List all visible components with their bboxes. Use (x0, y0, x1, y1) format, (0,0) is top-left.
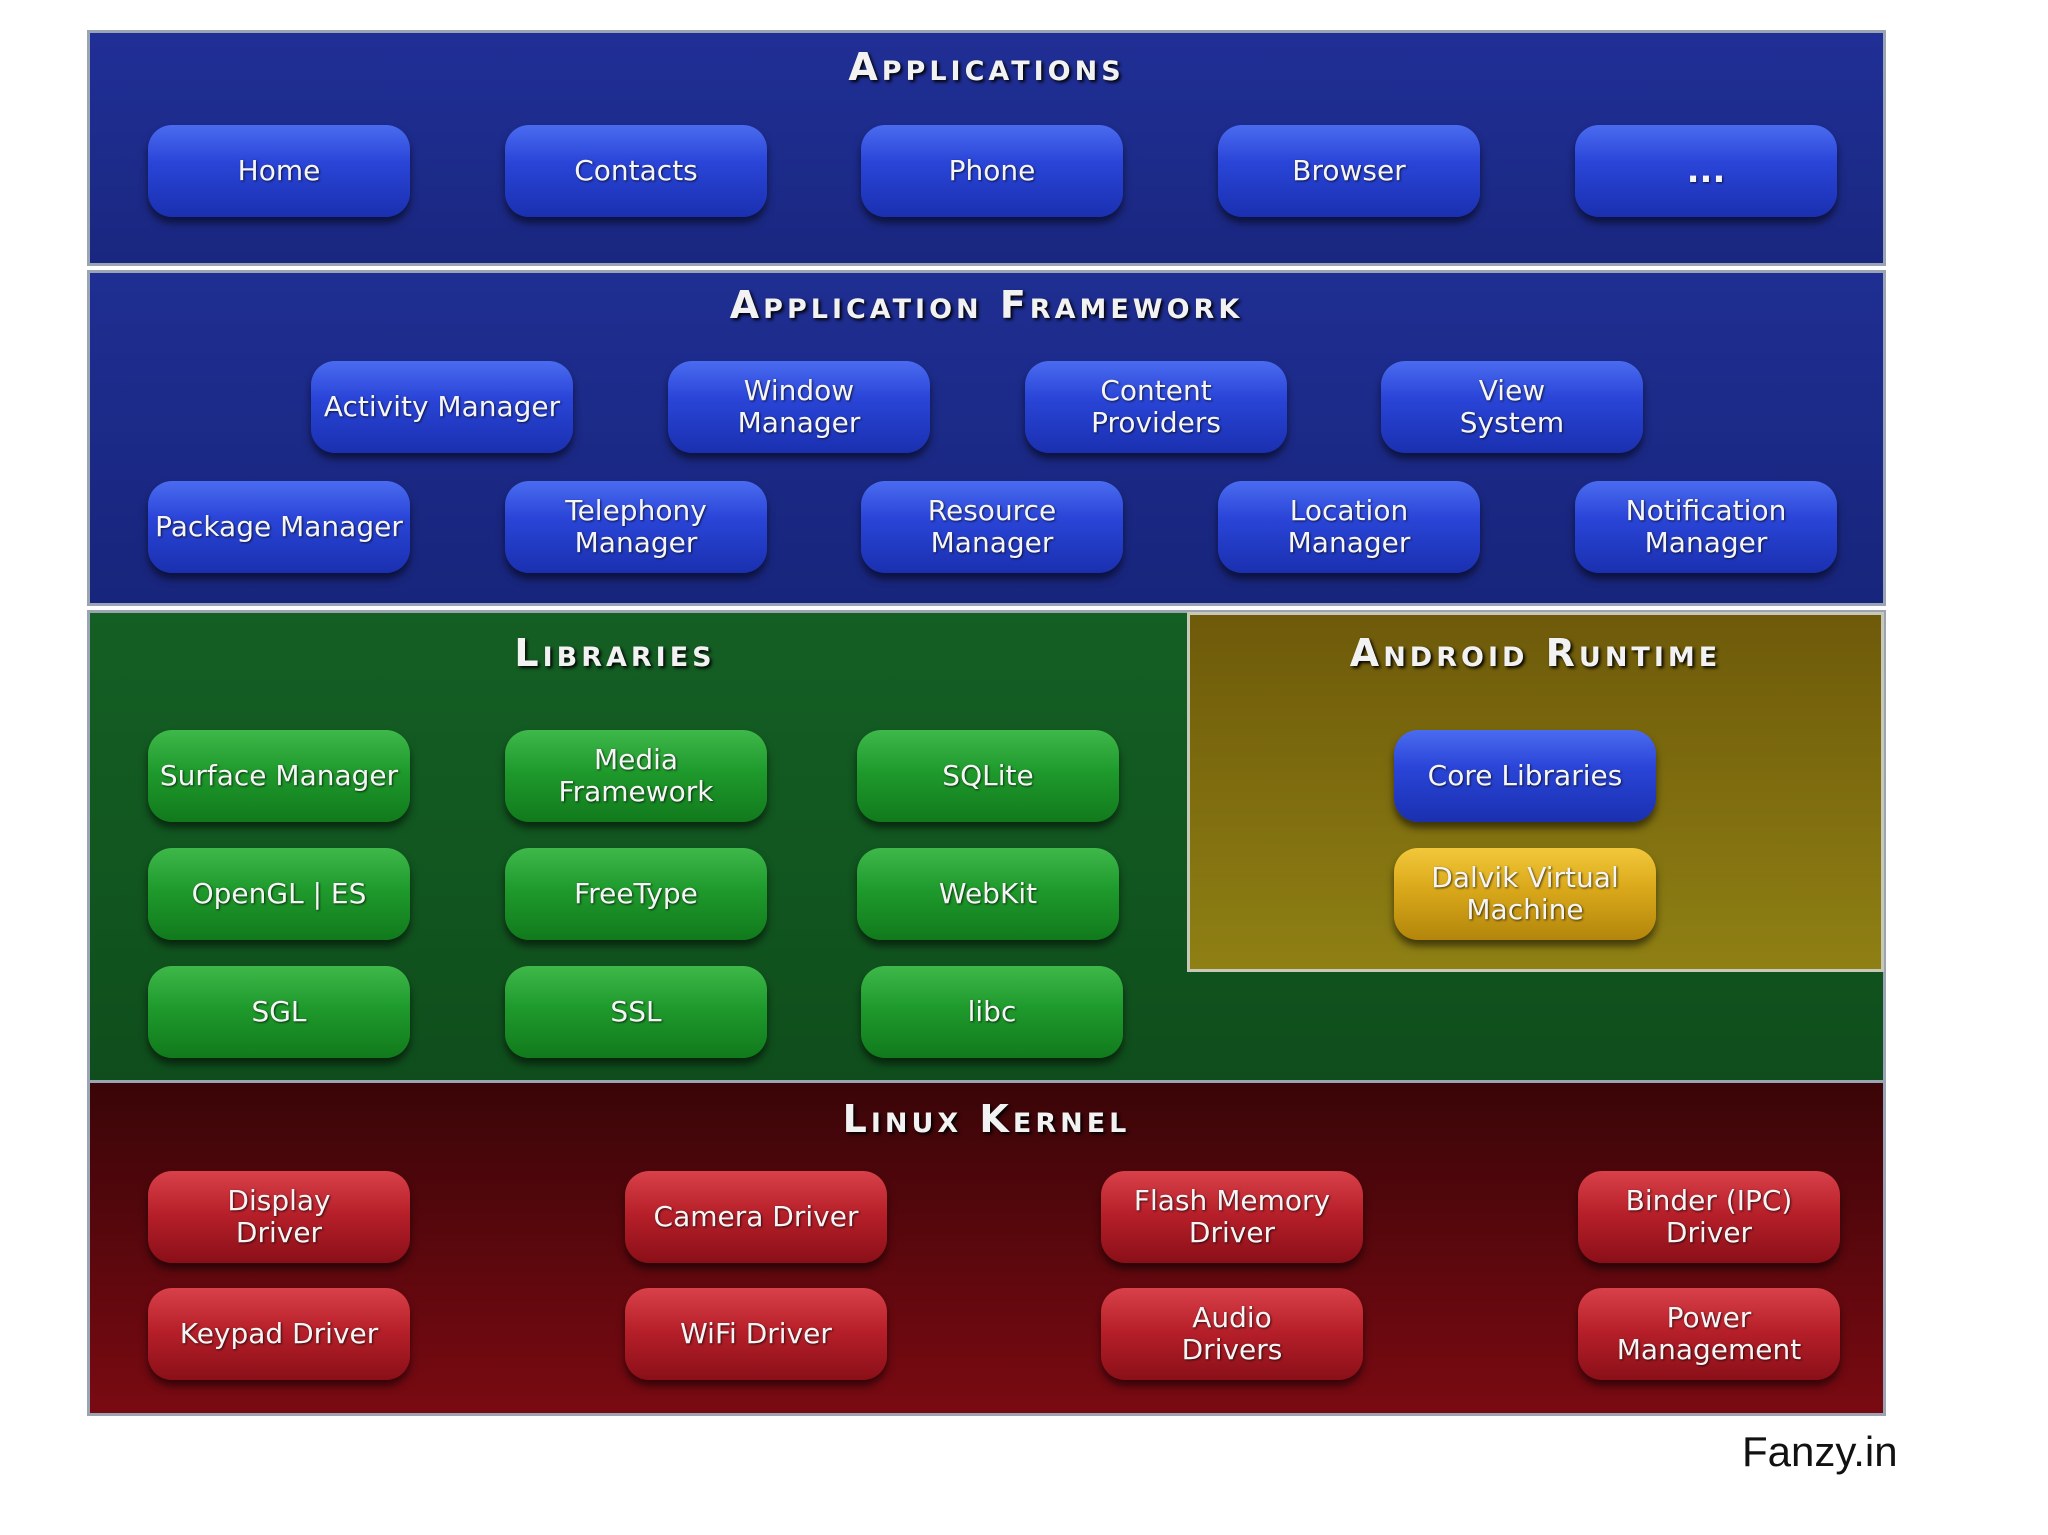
linux-kernel-title: Linux Kernel (842, 1097, 1131, 1141)
android-architecture-diagram: Applications Home Contacts Phone Browser… (87, 30, 1886, 1416)
app-contacts: Contacts (505, 125, 767, 217)
watermark-credit: Fanzy.in (1742, 1428, 1898, 1475)
lib-libc: libc (861, 966, 1123, 1058)
runtime-dalvik-vm: Dalvik Virtual Machine (1394, 848, 1656, 940)
linux-kernel-layer: Linux Kernel Display Driver Camera Drive… (87, 1080, 1886, 1416)
app-browser: Browser (1218, 125, 1480, 217)
lib-media-framework: Media Framework (505, 730, 767, 822)
framework-layer: Application Framework Activity Manager W… (87, 270, 1886, 606)
kernel-power-management: Power Management (1578, 1288, 1840, 1380)
lib-webkit: WebKit (857, 848, 1119, 940)
runtime-core-libraries: Core Libraries (1394, 730, 1656, 822)
kernel-binder-ipc-driver: Binder (IPC) Driver (1578, 1171, 1840, 1263)
framework-window-manager: Window Manager (668, 361, 930, 453)
framework-notification-manager: Notification Manager (1575, 481, 1837, 573)
android-runtime-layer: Android Runtime Core Libraries Dalvik Vi… (1187, 612, 1884, 972)
framework-package-manager: Package Manager (148, 481, 410, 573)
app-phone: Phone (861, 125, 1123, 217)
lib-opengl-es: OpenGL | ES (148, 848, 410, 940)
libraries-title: Libraries (514, 631, 716, 675)
kernel-wifi-driver: WiFi Driver (625, 1288, 887, 1380)
lib-sgl: SGL (148, 966, 410, 1058)
kernel-keypad-driver: Keypad Driver (148, 1288, 410, 1380)
framework-view-system: View System (1381, 361, 1643, 453)
framework-content-providers: Content Providers (1025, 361, 1287, 453)
kernel-camera-driver: Camera Driver (625, 1171, 887, 1263)
app-more: ... (1575, 125, 1837, 217)
framework-title: Application Framework (729, 283, 1244, 327)
framework-resource-manager: Resource Manager (861, 481, 1123, 573)
lib-sqlite: SQLite (857, 730, 1119, 822)
framework-location-manager: Location Manager (1218, 481, 1480, 573)
kernel-audio-drivers: Audio Drivers (1101, 1288, 1363, 1380)
android-runtime-title: Android Runtime (1349, 631, 1722, 675)
lib-surface-manager: Surface Manager (148, 730, 410, 822)
kernel-flash-memory-driver: Flash Memory Driver (1101, 1171, 1363, 1263)
lib-ssl: SSL (505, 966, 767, 1058)
kernel-display-driver: Display Driver (148, 1171, 410, 1263)
framework-activity-manager: Activity Manager (311, 361, 573, 453)
framework-telephony-manager: Telephony Manager (505, 481, 767, 573)
lib-freetype: FreeType (505, 848, 767, 940)
app-home: Home (148, 125, 410, 217)
applications-layer: Applications Home Contacts Phone Browser… (87, 30, 1886, 266)
applications-title: Applications (848, 45, 1125, 89)
